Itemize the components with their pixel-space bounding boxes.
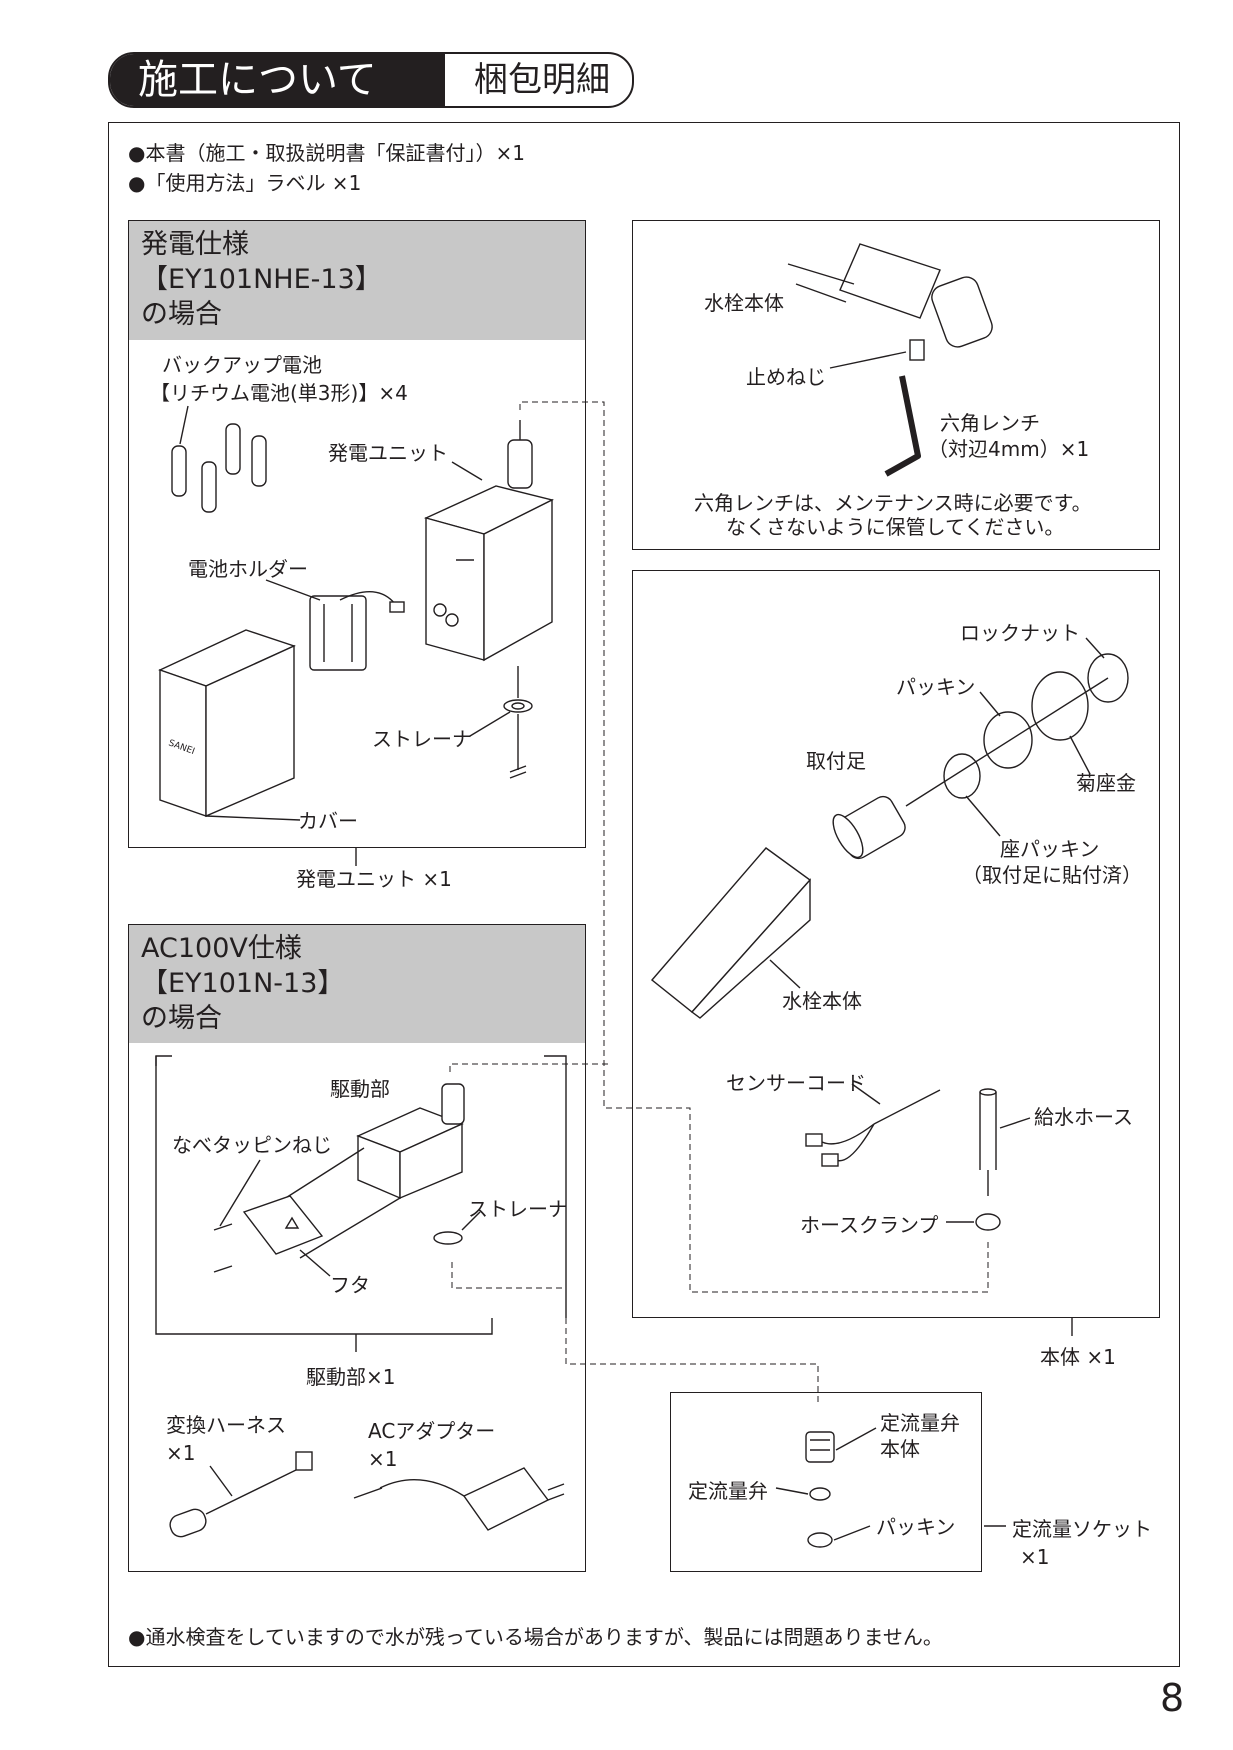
ac-strainer-icon [433,1231,463,1245]
footer-note: ●通水検査をしていますので水が残っている場合がありますが、製品には問題ありません… [128,1625,943,1649]
body-faucet-label: 水栓本体 [782,989,862,1013]
gen-unit-label: 発電ユニット [328,441,448,465]
lid-icon [242,1195,331,1277]
sensor-cord-label: センサーコード [726,1071,866,1095]
ac-spec-heading-2: 【EY101N-13】 [141,968,345,999]
gen-strainer-label: ストレーナ [372,727,472,751]
hose-clamp-label: ホースクランプ [800,1213,939,1237]
lid-label: フタ [330,1273,370,1297]
hex-note-2: なくさないように保管してください。 [726,515,1065,539]
valve-body-icon [805,1427,877,1463]
supply-hose-label: 給水ホース [1034,1105,1133,1129]
lock-nut-label: ロックナット [960,621,1080,645]
gen-spec-box [128,220,586,848]
gen-spec-heading-1: 発電仕様 [141,229,249,260]
valve-packing-icon [807,1532,833,1548]
ac-strainer-label: ストレーナ [468,1197,568,1221]
adapter-label-1: ACアダプター [368,1419,496,1443]
section-subtitle: 梱包明細 [474,60,610,100]
adapter-label-2: ×1 [368,1447,398,1471]
wrench-label-2: （対辺4mm）×1 [928,437,1090,461]
set-screw-icon [909,339,925,361]
battery-holder-icon [265,579,405,671]
hex-faucet-label: 水栓本体 [704,291,784,315]
drive-total: 駆動部×1 [306,1365,396,1389]
page-number: 8 [1160,1676,1185,1720]
harness-label-2: ×1 [166,1441,196,1465]
socket-label-1: 定流量ソケット [1012,1517,1152,1541]
strainer-icon [469,666,533,779]
gen-unit-total: 発電ユニット ×1 [296,867,452,891]
battery-holder-label: 電池ホルダー [188,557,308,581]
drive-unit-icon [269,1083,465,1259]
hex-wrench-box [632,220,1160,550]
seat-packing-label-2: （取付足に貼付済） [962,863,1142,887]
intro-line-1: ●本書（施工・取扱説明書「保証書付」）×1 [128,141,525,165]
section-header: 施工について 梱包明細 [108,52,634,108]
valve-box [670,1392,982,1572]
cover-label: カバー [298,809,358,833]
washer-label: 菊座金 [1076,771,1136,795]
harness-icon [169,1451,313,1538]
hex-wrench-icon [884,375,921,477]
outer-frame [108,122,1180,1667]
mount-leg-icon [832,795,906,860]
hose-clamp-icon [975,1213,1001,1231]
gen-spec-heading: 発電仕様 【EY101NHE-13】 の場合 [129,221,585,340]
intro-line-2: ●「使用方法」ラベル ×1 [128,171,362,195]
mount-leg-label: 取付足 [806,749,866,773]
screw-icon [213,1159,261,1273]
battery-icon [171,405,267,513]
seat-packing-icon [943,753,981,799]
faucet-top-icon [787,243,993,348]
ac-spec-heading: AC100V仕様 【EY101N-13】 の場合 [129,925,585,1043]
valve-body-label-1: 定流量弁 [880,1411,960,1435]
packing-icon [983,711,1033,769]
ac-spec-heading-3: の場合 [141,1003,222,1034]
set-screw-label: 止めねじ [746,365,826,389]
harness-label-1: 変換ハーネス [166,1413,286,1437]
screw-label: なべタッピンねじ [172,1133,332,1157]
adapter-icon [353,1467,565,1531]
valve-icon [809,1487,831,1501]
cover-icon [158,629,301,821]
gen-spec-heading-3: の場合 [141,299,222,330]
section-title: 施工について [110,54,445,106]
faucet-body-icon [650,847,812,1019]
gen-unit-icon [423,420,555,662]
supply-hose-icon [979,1088,1031,1196]
body-total: 本体 ×1 [1040,1345,1116,1369]
battery-label-2: 【リチウム電池(単3形)】×4 [150,381,408,405]
wrench-label-1: 六角レンチ [940,411,1040,435]
ac-spec-box [128,924,586,1572]
hex-note-1: 六角レンチは、メンテナンス時に必要です。 [694,491,1092,515]
gen-spec-heading-2: 【EY101NHE-13】 [141,264,382,295]
body-packing-label: パッキン [896,675,976,699]
valve-body-label-2: 本体 [880,1437,920,1461]
valve-label: 定流量弁 [688,1479,768,1503]
valve-packing-label: パッキン [876,1515,956,1539]
sensor-cord-icon [805,1083,941,1167]
socket-label-2: ×1 [1020,1545,1050,1569]
seat-packing-label-1: 座パッキン [1000,837,1100,861]
battery-label-1: バックアップ電池 [162,353,322,377]
drive-label: 駆動部 [330,1077,390,1101]
ac-spec-heading-1: AC100V仕様 [141,933,302,964]
body-box [632,570,1160,1318]
washer-icon [1031,671,1089,741]
